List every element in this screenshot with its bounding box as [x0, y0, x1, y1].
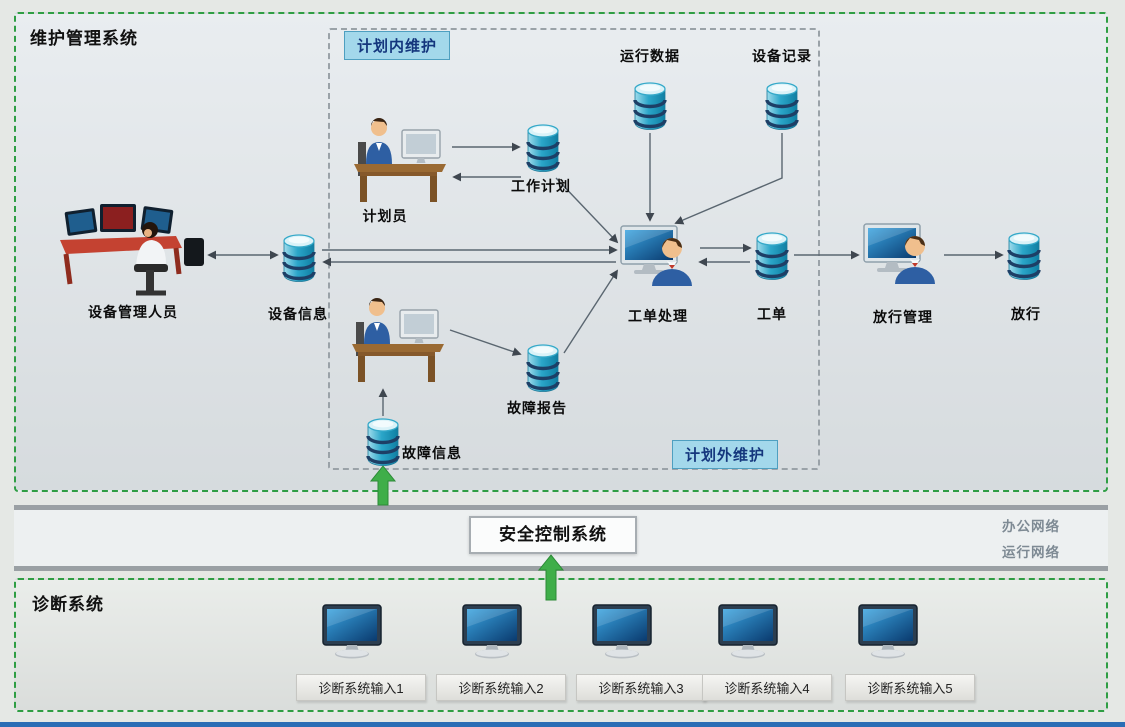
planned-maintenance-boundary — [328, 28, 820, 470]
fault-report-database-icon — [525, 342, 561, 394]
diagnostic-monitor-icon-3 — [589, 604, 655, 660]
diagnostic-input-label-2: 诊断系统输入2 — [436, 674, 566, 701]
work-order-processing-label: 工单处理 — [628, 308, 688, 324]
diagnostic-monitor-icon-2 — [459, 604, 525, 660]
operation-data-database-icon — [632, 80, 668, 132]
equipment-record-database-icon — [764, 80, 800, 132]
multi-monitor-workstation-icon — [58, 196, 208, 301]
equipment-manager-label: 设备管理人员 — [88, 304, 178, 320]
work-plan-label: 工作计划 — [511, 178, 571, 194]
office-network-bar — [14, 505, 1108, 510]
work-order-label: 工单 — [757, 306, 787, 322]
equipment-record-label: 设备记录 — [752, 48, 812, 64]
maintenance-section-title: 维护管理系统 — [30, 29, 138, 48]
equipment-info-label: 设备信息 — [268, 306, 328, 322]
operation-network-label: 运行网络 — [1002, 545, 1060, 560]
diagnostic-input-label-5: 诊断系统输入5 — [845, 674, 975, 701]
operation-data-label: 运行数据 — [620, 48, 680, 64]
release-label: 放行 — [1011, 306, 1041, 322]
diagnostic-section-title: 诊断系统 — [32, 595, 104, 614]
maintainer-at-desk-icon — [344, 292, 448, 384]
work-plan-database-icon — [525, 122, 561, 174]
unplanned-maintenance-tag: 计划外维护 — [672, 440, 779, 469]
operation-network-bar — [14, 566, 1108, 571]
bottom-edge-line — [0, 722, 1125, 727]
diagnostic-input-label-4: 诊断系统输入4 — [702, 674, 832, 701]
work-order-processing-user-icon — [620, 224, 696, 286]
release-database-icon — [1006, 230, 1042, 282]
diagnostic-monitor-icon-4 — [715, 604, 781, 660]
security-control-box: 安全控制系统 — [469, 516, 637, 554]
work-order-database-icon — [754, 230, 790, 282]
fault-info-label: 故障信息 — [402, 445, 462, 461]
diagnostic-monitor-icon-1 — [319, 604, 385, 660]
release-management-label: 放行管理 — [873, 309, 933, 325]
planned-maintenance-tag: 计划内维护 — [344, 31, 451, 60]
diagnostic-monitor-icon-5 — [855, 604, 921, 660]
diagnostic-input-label-3: 诊断系统输入3 — [576, 674, 706, 701]
planner-label: 计划员 — [362, 208, 408, 224]
planner-at-desk-icon — [346, 112, 450, 204]
release-management-user-icon — [863, 222, 939, 284]
equipment-info-database-icon — [281, 232, 317, 284]
office-network-label: 办公网络 — [1002, 519, 1060, 534]
diagnostic-input-label-1: 诊断系统输入1 — [296, 674, 426, 701]
fault-info-database-icon — [365, 416, 401, 468]
fault-report-label: 故障报告 — [507, 400, 567, 416]
